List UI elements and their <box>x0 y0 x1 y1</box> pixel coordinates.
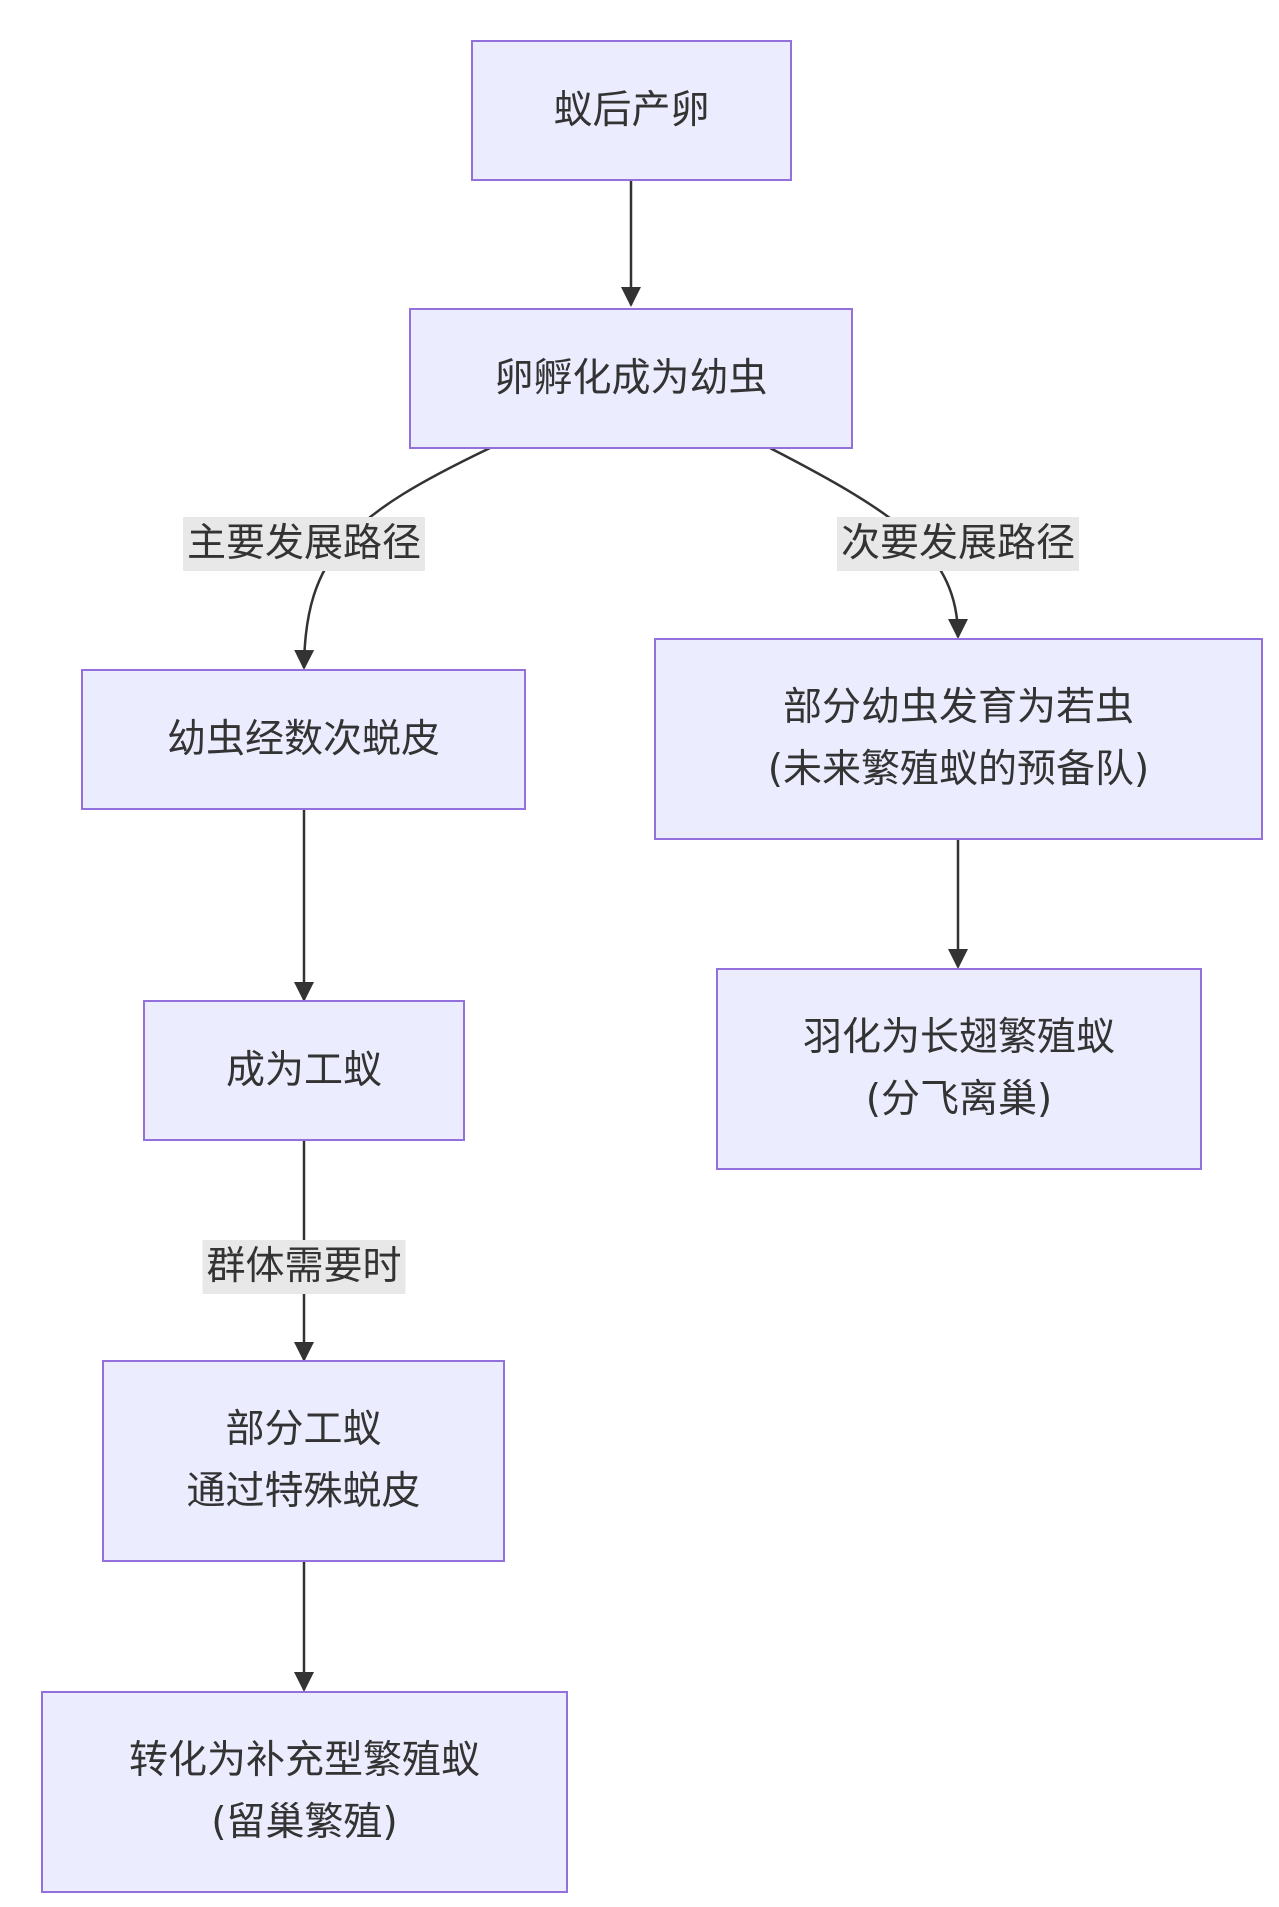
node-becomes-worker: 成为工蚁 <box>143 1000 465 1141</box>
node-label-line-2: 通过特殊蜕皮 <box>186 1469 421 1514</box>
node-label-line-1: 部分工蚁 <box>225 1407 382 1452</box>
node-label-line-1: 转化为补充型繁殖蚁 <box>128 1738 480 1783</box>
node-label-line: 成为工蚁 <box>225 1047 382 1093</box>
node-egg-hatches: 卵孵化成为幼虫 <box>409 308 853 449</box>
edge-label-colony-needs: 群体需要时 <box>202 1240 406 1294</box>
node-label-line-2: (未来繁殖蚁的预备队) <box>767 747 1150 792</box>
node-label-line: 幼虫经数次蜕皮 <box>166 716 440 762</box>
node-label-line-1: 部分幼虫发育为若虫 <box>782 685 1134 730</box>
node-worker-special-molt: 部分工蚁 通过特殊蜕皮 <box>102 1360 505 1562</box>
node-larvae-to-nymphs: 部分幼虫发育为若虫 (未来繁殖蚁的预备队) <box>654 638 1263 840</box>
node-label-line-2: (留巢繁殖) <box>211 1800 398 1845</box>
node-queen-lays-eggs: 蚁后产卵 <box>471 40 792 181</box>
node-label-line: 蚁后产卵 <box>553 87 710 133</box>
node-winged-reproductive: 羽化为长翅繁殖蚁 (分飞离巢) <box>716 968 1202 1170</box>
node-supplementary-reproductive: 转化为补充型繁殖蚁 (留巢繁殖) <box>41 1691 568 1893</box>
edge-label-primary-path: 主要发展路径 <box>182 517 426 571</box>
node-label-line: 卵孵化成为幼虫 <box>494 355 768 401</box>
edge-label-secondary-path: 次要发展路径 <box>836 517 1080 571</box>
node-label-line-1: 羽化为长翅繁殖蚁 <box>802 1015 1115 1060</box>
node-label-line-2: (分飞离巢) <box>865 1077 1053 1122</box>
node-larva-molts: 幼虫经数次蜕皮 <box>81 669 526 810</box>
